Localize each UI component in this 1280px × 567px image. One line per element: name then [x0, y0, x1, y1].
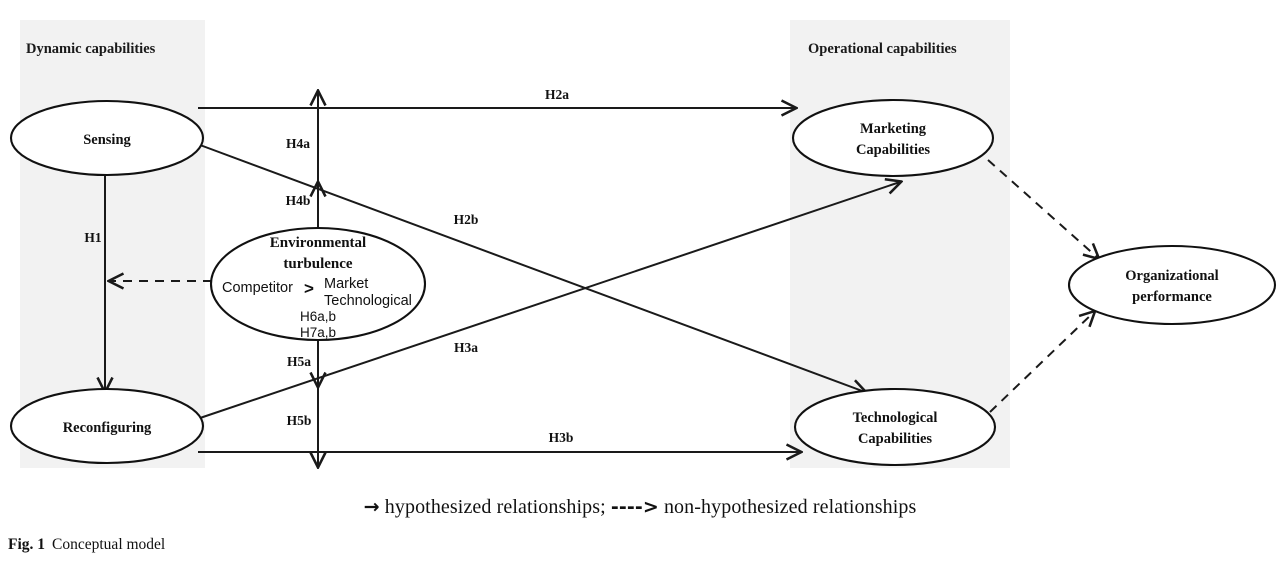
link-technological-to-performance: [989, 312, 1094, 413]
node-organizational-performance[interactable]: Organizational performance: [1067, 244, 1277, 326]
legend: → hypothesized relationships; ----> non-…: [0, 496, 1280, 519]
node-technological-capabilities[interactable]: Technological Capabilities: [793, 387, 997, 467]
node-marketing-capabilities[interactable]: Marketing Capabilities: [791, 98, 995, 178]
figure-number: Fig. 1: [8, 536, 46, 553]
node-reconfiguring[interactable]: Reconfiguring: [9, 387, 205, 465]
band-label-operational: Operational capabilities: [808, 41, 957, 57]
node-turbulence-compare-operator: >: [304, 279, 314, 298]
node-reconfiguring-shape: [9, 387, 205, 465]
node-turbulence-title-line2: turbulence: [283, 256, 353, 272]
node-sensing-shape: [9, 99, 205, 177]
hypothesis-label-h2b: H2b: [454, 212, 479, 227]
hypothesis-label-h1: H1: [84, 230, 102, 245]
legend-dashed-text: non-hypothesized relationships: [663, 496, 917, 518]
node-technological-label-line2: Capabilities: [858, 431, 932, 447]
node-turbulence-shape: [209, 226, 427, 342]
node-organizational-label-line2: performance: [1132, 289, 1212, 305]
hypothesis-label-h3a: H3a: [454, 340, 478, 355]
node-marketing-shape: [791, 98, 995, 178]
legend-solid-text: hypothesized relationships;: [384, 496, 606, 518]
hypothesis-label-h5b: H5b: [287, 413, 312, 428]
node-technological-shape: [793, 387, 997, 467]
node-turbulence-compare-right-line2: Technological: [324, 293, 412, 309]
hypothesis-label-h4b: H4b: [286, 193, 311, 208]
link-marketing-to-performance: [987, 159, 1098, 258]
node-marketing-label-line2: Capabilities: [856, 142, 930, 158]
hypothesis-label-h2a: H2a: [545, 87, 569, 102]
node-organizational-label-line1: Organizational: [1125, 268, 1218, 284]
band-label-dynamic: Dynamic capabilities: [26, 41, 156, 57]
node-sensing-label: Sensing: [83, 132, 131, 148]
node-organizational-shape: [1067, 244, 1277, 326]
node-sensing[interactable]: Sensing: [9, 99, 205, 177]
node-marketing-label-line1: Marketing: [860, 121, 927, 137]
node-environmental-turbulence[interactable]: Environmental turbulence Competitor > Ma…: [209, 226, 427, 342]
legend-solid-arrow-icon: →: [363, 496, 380, 518]
hypothesis-label-h5a: H5a: [287, 354, 311, 369]
figure-title: Conceptual model: [52, 536, 166, 553]
node-turbulence-compare-right-line1: Market: [324, 276, 368, 292]
node-reconfiguring-label: Reconfiguring: [63, 420, 152, 436]
node-turbulence-title-line1: Environmental: [270, 235, 366, 251]
node-turbulence-hyp-line1: H6a,b: [300, 309, 336, 324]
hypothesis-label-h3b: H3b: [549, 430, 574, 445]
figure-caption: Fig. 1 Conceptual model: [8, 536, 165, 554]
node-technological-label-line1: Technological: [853, 410, 938, 426]
legend-dashed-arrow-icon: ---->: [610, 496, 659, 518]
hypothesis-label-h4a: H4a: [286, 136, 310, 151]
node-turbulence-hyp-line2: H7a,b: [300, 325, 336, 340]
node-turbulence-compare-left: Competitor: [222, 280, 293, 296]
